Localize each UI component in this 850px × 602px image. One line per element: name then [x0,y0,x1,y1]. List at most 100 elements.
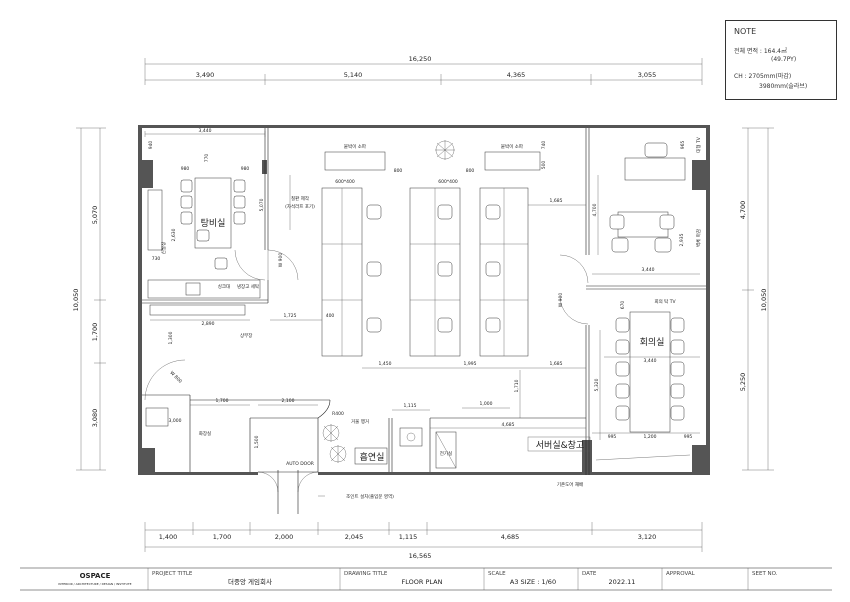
dim-1450: 1,450 [379,361,392,367]
dim-top-total: 16,250 [409,55,432,63]
dim-lounge-940: 940 [148,141,154,150]
label-restroom: 화장실 [199,430,211,437]
dim-right-2: 5,250 [739,373,747,392]
dim-995b: 995 [684,434,693,440]
dim-1000: 1,000 [480,401,493,407]
dim-1200: 1,200 [644,434,657,440]
dim-800a: 800 [394,168,403,174]
date-label: DATE [582,571,597,577]
dim-800b: 800 [466,168,475,174]
dim-995a: 995 [608,434,617,440]
office-chair [437,317,453,333]
director-chair [644,142,668,158]
left-dimensions: 10,050 5,070 1,700 3,080 [72,127,106,471]
bottom-dimensions: 1,400 1,700 2,000 2,045 1,115 4,685 3,12… [144,522,703,560]
meeting-chair [615,383,630,399]
dim-top-2: 5,140 [344,71,363,79]
lounge-chair [180,211,193,225]
dim-lounge-770: 770 [204,154,210,163]
label-wall: 벽체 마감 [695,229,702,247]
meeting-chair [615,317,630,333]
right-dimensions: 4,700 5,250 10,050 [739,127,774,471]
office-chair [485,261,501,277]
sofa-left [324,151,386,171]
dim-director-4700: 4,700 [592,203,598,216]
label-cabinet: 상부장 [240,332,252,339]
dim-965: 965 [680,141,686,150]
dim-740: 740 [541,141,547,150]
sheet-label: SEET NO. [752,571,778,577]
dim-500: 500 [541,161,547,170]
meeting-chair [670,317,685,333]
dim-1710: 1,710 [514,379,520,392]
director-chair [659,214,675,230]
dim-2890: 2,890 [202,321,215,327]
kitchen-counter [147,279,261,299]
room-label-meeting: 회의실 [640,337,665,348]
label-board-sub: (자석라프 포기) [285,203,315,210]
note-ch: CH : 2705mm(마감) [734,73,792,80]
date-value: 2022.11 [609,578,636,586]
label-wd900-lounge: W 900 [278,253,284,268]
dim-670: 670 [620,301,626,310]
dim-1300: 1,300 [168,331,174,344]
meeting-chair [670,383,685,399]
label-wd800: W 800 [168,370,183,385]
label-board: 칠판 제작 [291,195,309,202]
dim-left-3: 3,080 [91,409,99,428]
dim-top-4: 3,055 [638,71,657,79]
lounge-chair [233,179,246,193]
dim-right-total: 10,050 [760,289,768,312]
dim-bottom-6: 4,685 [501,533,520,541]
office-chair [485,317,501,333]
note-area-py: (49.7PY) [771,56,797,63]
dim-bottom-4: 2,045 [345,533,364,541]
dim-1700: 1,700 [216,398,229,404]
sink [185,282,201,296]
project-label: PROJECT TITLE [152,571,193,577]
dim-bottom-3: 2,000 [275,533,294,541]
room-label-lounge: 탕비실 [201,218,226,229]
dim-bottom-1: 1,400 [159,533,178,541]
dim-bottom-2: 1,700 [213,533,232,541]
dim-400: 400 [326,313,335,319]
lounge-chair [233,211,246,225]
dim-4685: 4,685 [502,422,515,428]
office-chair [485,204,501,220]
office-chair [366,317,382,333]
dim-left-total: 10,050 [72,289,80,312]
title-block: OSPACE INTERIOR / ARCHITECTURE / DESIGN … [20,567,832,591]
meeting-chair [670,339,685,355]
dim-1115: 1,115 [404,403,417,409]
note-ch-slab: 3980mm(슬라브) [759,83,808,90]
dim-bottom-total: 16,565 [409,552,432,560]
label-sofa-right: 붙박이 소파 [501,143,524,150]
dim-bottom-7: 3,120 [638,533,657,541]
drawing-value: FLOOR PLAN [402,578,443,586]
dim-right-1: 4,700 [739,201,747,220]
sofa-right [484,151,541,171]
label-base-note: 기존도어 재배 [557,481,583,488]
scale-value: A3 SIZE : 1/60 [510,578,556,586]
dim-lounge-980a: 980 [181,166,190,172]
lounge-chair [196,229,210,242]
dim-lounge-2630: 2,630 [171,228,177,241]
dim-3000: 3,000 [169,418,182,424]
cap-2: 600*400 [438,179,458,185]
interior-walls [142,128,706,475]
dim-1685a: 1,685 [550,198,563,204]
note-box: NOTE 전체 면적 : 164.4㎡ (49.7PY) CH : 2705mm… [725,20,837,100]
room-label-server: 서버실&창고 [536,440,584,451]
dim-lounge-width: 3,440 [199,128,212,134]
drawing-label: DRAWING TITLE [344,571,388,577]
lounge-room: 3,440 940 980 770 980 2,630 730 700 탕비실 … [144,128,284,344]
label-entrance-note: 조인트 설치(출입문 영역) [346,493,394,500]
cap-1: 600*400 [335,179,355,185]
dim-1725: 1,725 [284,313,297,319]
dim-director-3440: 3,440 [642,267,655,273]
dim-1685b: 1,685 [550,361,563,367]
director-desk [624,157,686,181]
label-tv: 대형 TV [695,136,702,152]
meeting-room: 회의실 670 회의 탁 TV 3,440 5,320 995 1,200 99… [592,298,700,440]
note-title: NOTE [734,27,757,36]
